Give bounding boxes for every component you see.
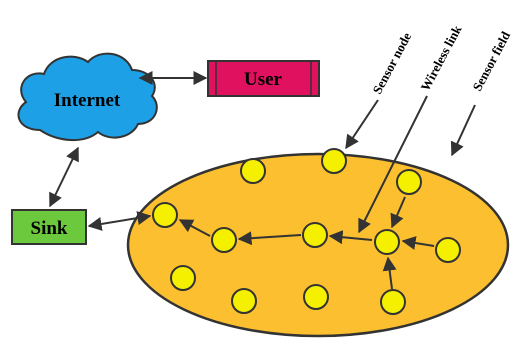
sensor-node: [303, 284, 329, 310]
sensor-field-pointer: [450, 104, 476, 157]
sensor-node: [396, 169, 422, 195]
hop-arrow: [178, 219, 211, 237]
sensor-node: [302, 222, 328, 248]
sensor-node: [240, 158, 266, 184]
sensor-node: [374, 229, 400, 255]
sensor-node-pointer: [345, 99, 379, 150]
sensor-nodes: [152, 148, 461, 315]
user-label: User: [244, 69, 283, 90]
wireless-link-pointer: [358, 95, 428, 234]
sensor-node: [211, 227, 237, 253]
sensor-node: [380, 289, 406, 315]
user-node: User: [207, 60, 320, 97]
hop-arrow: [401, 236, 435, 250]
hop-arrow: [382, 256, 397, 290]
sensor-node: [231, 288, 257, 314]
hop-arrow: [390, 196, 406, 229]
sensor-node-annotation: Sensor node: [369, 30, 414, 97]
internet-label: Internet: [54, 90, 121, 111]
sensor-field-annotation: Sensor field: [469, 28, 513, 93]
hop-arrow: [328, 230, 373, 245]
hop-arrow: [237, 231, 302, 246]
sensor-node: [170, 265, 196, 291]
internet-cloud: Internet: [17, 52, 158, 142]
wireless-link-annotation: Wireless link: [417, 22, 464, 93]
sink-node: Sink: [11, 209, 87, 245]
sensor-node: [435, 237, 461, 263]
sink-label: Sink: [31, 218, 68, 239]
sensor-node: [321, 148, 347, 174]
sensor-node: [152, 202, 178, 228]
link-internet-sink: [49, 146, 79, 208]
link-sink-sensor: [87, 211, 152, 231]
